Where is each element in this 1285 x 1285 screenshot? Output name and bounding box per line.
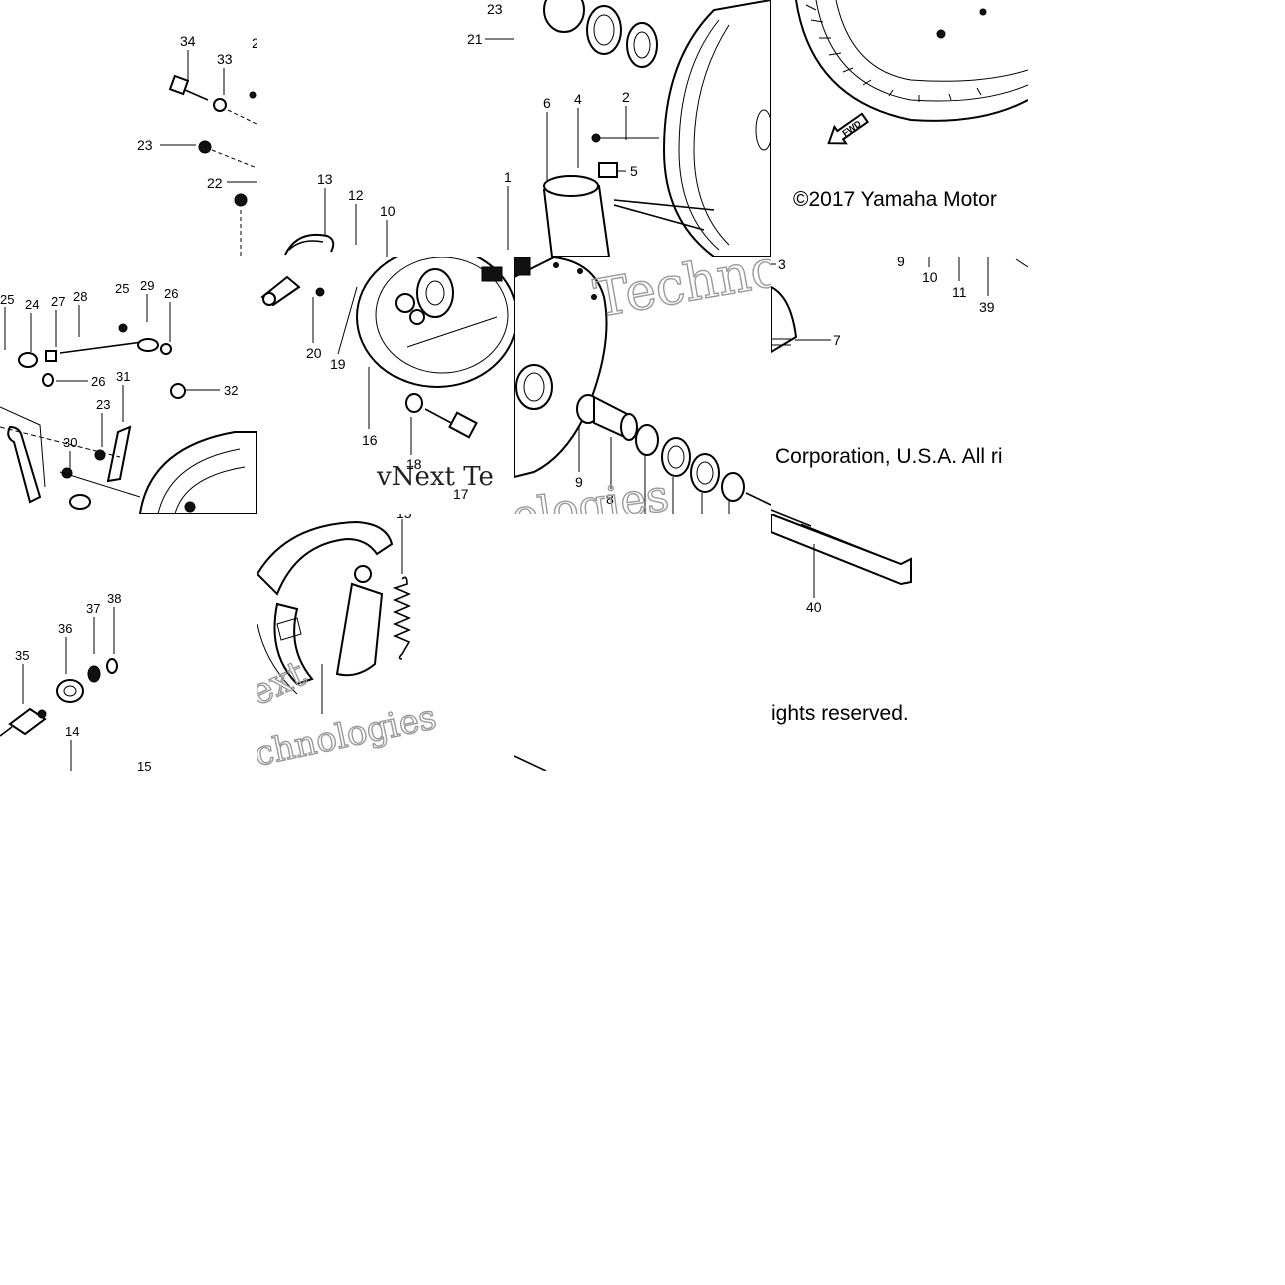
callout-24: 24 bbox=[25, 297, 39, 312]
tile-cable: 35 36 37 38 14 15 bbox=[0, 514, 257, 771]
drum-plate-icon bbox=[138, 431, 257, 514]
brake-shoe-13-icon bbox=[284, 233, 335, 256]
callout-19: 19 bbox=[330, 356, 346, 372]
nut-22-icon bbox=[234, 193, 248, 207]
callout-26b: 26 bbox=[91, 374, 105, 389]
callout-5: 5 bbox=[630, 163, 638, 179]
tile-tire: FWD ©2017 Yamaha Motor bbox=[771, 0, 1028, 257]
callout-22: 22 bbox=[207, 175, 223, 191]
watermark-a: vNext Te bbox=[376, 462, 494, 492]
callout-8: 8 bbox=[606, 491, 614, 507]
callout-25b: 25 bbox=[115, 281, 129, 296]
nut-23-icon bbox=[198, 140, 212, 154]
callout-32: 32 bbox=[224, 383, 238, 398]
wheel-hub-icon bbox=[662, 0, 771, 257]
callout-14: 14 bbox=[65, 724, 79, 739]
callout-37: 37 bbox=[86, 601, 100, 616]
callout-15b: 15 bbox=[396, 514, 412, 521]
callout-11: 11 bbox=[952, 284, 967, 300]
callout-39: 39 bbox=[979, 299, 995, 315]
washer-33-icon bbox=[213, 98, 227, 112]
tile-axle-tip: 40 ights reserved. bbox=[771, 514, 1028, 771]
callout-9: 9 bbox=[575, 474, 583, 490]
callout-30: 30 bbox=[63, 435, 77, 450]
tile-brake-shoes: 15 ext chnologies bbox=[257, 514, 514, 771]
bolt-34-icon bbox=[168, 74, 209, 101]
callout-16: 16 bbox=[362, 432, 378, 448]
callout-partial: 2 bbox=[252, 35, 257, 51]
callout-2: 2 bbox=[622, 89, 630, 105]
brake-lever-icon bbox=[0, 406, 132, 504]
tire-icon bbox=[795, 0, 1028, 122]
callout-23c: 23 bbox=[96, 397, 110, 412]
fwd-arrow-icon: FWD bbox=[827, 112, 870, 145]
tile-tire-lower: 3 7 9 10 11 39 Corporation, U.S.A. All r… bbox=[771, 257, 1028, 514]
spring-icon bbox=[392, 576, 412, 660]
callout-12: 12 bbox=[348, 187, 364, 203]
copyright-line-3: ights reserved. bbox=[771, 702, 909, 725]
callout-36: 36 bbox=[58, 621, 72, 636]
brake-rod-icon bbox=[18, 323, 172, 368]
callout-10b: 10 bbox=[922, 269, 938, 285]
callout-21: 21 bbox=[467, 31, 483, 47]
tile-drum: Techno 9 8 ologies bbox=[514, 257, 771, 514]
callout-9b: 9 bbox=[897, 257, 905, 269]
callout-6: 6 bbox=[543, 95, 551, 111]
brake-shoe-icon bbox=[257, 520, 394, 695]
callout-23: 23 bbox=[137, 137, 153, 153]
callout-25: 25 bbox=[0, 292, 14, 307]
cam-arm-icon bbox=[260, 275, 301, 307]
callout-31: 31 bbox=[116, 369, 130, 384]
callout-18: 18 bbox=[406, 456, 422, 472]
callout-7: 7 bbox=[833, 332, 841, 348]
tire-section-icon bbox=[771, 285, 798, 354]
tile-axle bbox=[514, 514, 771, 771]
tile-linkage: 25 24 27 28 25 29 26 26 31 32 23 30 bbox=[0, 257, 257, 514]
watermark-b-text: Techno bbox=[590, 257, 771, 330]
watermark-e: chnologies bbox=[257, 697, 440, 771]
callout-10: 10 bbox=[380, 203, 396, 219]
copyright-line-1: ©2017 Yamaha Motor bbox=[793, 188, 997, 211]
cable-fitting-icon bbox=[0, 658, 118, 737]
callout-17: 17 bbox=[453, 486, 469, 502]
callout-1: 1 bbox=[504, 169, 512, 185]
callout-33: 33 bbox=[217, 51, 233, 67]
watermark-d: ext bbox=[257, 653, 312, 714]
brake-cam-icon bbox=[542, 162, 618, 257]
cam-shaft-icon bbox=[405, 393, 478, 439]
callout-26: 26 bbox=[164, 286, 178, 301]
callout-3: 3 bbox=[778, 257, 786, 272]
callout-34: 34 bbox=[180, 33, 196, 49]
callout-38: 38 bbox=[107, 591, 121, 606]
callout-4: 4 bbox=[574, 91, 582, 107]
callout-40: 40 bbox=[806, 599, 822, 615]
callout-27: 27 bbox=[51, 294, 65, 309]
tile-axle-bridge bbox=[771, 509, 811, 527]
watermark-c: ologies bbox=[514, 470, 672, 514]
seal-ring-icon bbox=[543, 0, 658, 68]
tile-brake-arm: 23 21 13 12 10 1 bbox=[257, 0, 514, 257]
axle-icon bbox=[771, 514, 912, 586]
tile-bolts: 34 33 2 23 22 bbox=[0, 0, 257, 257]
brake-drum-icon bbox=[514, 257, 608, 479]
brake-backplate-icon bbox=[356, 257, 514, 388]
axle-collar-icon bbox=[576, 394, 771, 506]
copyright-line-2: Corporation, U.S.A. All ri bbox=[775, 445, 1003, 468]
callout-35: 35 bbox=[15, 648, 29, 663]
callout-29: 29 bbox=[140, 278, 154, 293]
callout-15: 15 bbox=[137, 759, 151, 771]
callout-20: 20 bbox=[306, 345, 322, 361]
tile-hub: 6 4 2 5 bbox=[514, 0, 771, 257]
callout-23b: 23 bbox=[487, 1, 503, 17]
callout-13: 13 bbox=[317, 171, 333, 187]
callout-28: 28 bbox=[73, 289, 87, 304]
tile-backplate: 20 19 16 18 vNext Te 17 bbox=[257, 257, 514, 514]
